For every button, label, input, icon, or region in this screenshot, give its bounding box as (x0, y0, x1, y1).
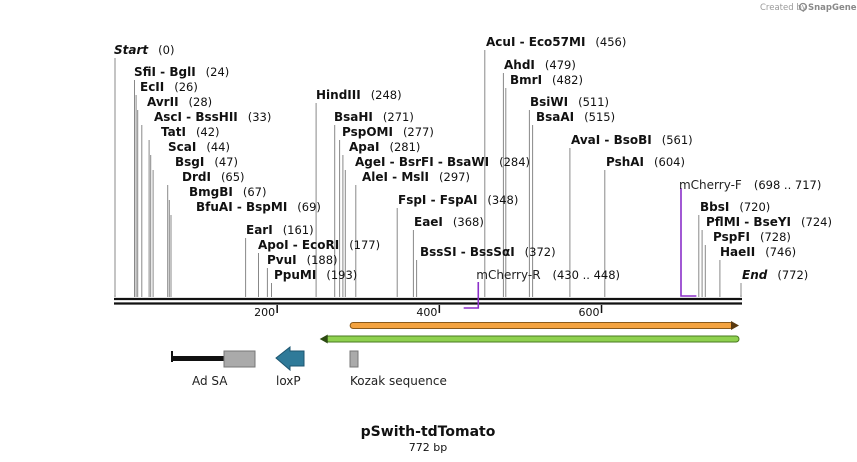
legend-ad-sa-label: Ad SA (192, 374, 228, 388)
site-ecii[interactable]: EcII(26) (140, 80, 198, 94)
site-eaei[interactable]: EaeI(368) (414, 215, 484, 229)
site-avai-bsobi[interactable]: AvaI - BsoBI(561) (571, 133, 693, 147)
site-bmri[interactable]: BmrI(482) (510, 73, 583, 87)
sequence-backbone (114, 297, 742, 305)
site-drdi[interactable]: DrdI(65) (182, 170, 245, 184)
site-leader-lines (114, 50, 742, 297)
ad-sa-glyph (171, 350, 256, 368)
site-asci-bsshii[interactable]: AscI - BssHII(33) (154, 110, 271, 124)
ruler-label-200: 200 (254, 306, 275, 319)
green-feature-arrowhead (319, 334, 328, 344)
site-apai[interactable]: ApaI(281) (349, 140, 420, 154)
loxp-arrow-icon (275, 345, 305, 372)
site-scai[interactable]: ScaI(44) (168, 140, 230, 154)
site-pshai[interactable]: PshAI(604) (606, 155, 685, 169)
primers: mCherry-F(698 .. 717) mCherry-R(430 .. 44… (463, 178, 821, 309)
ruler: 200 400 600 (254, 305, 603, 319)
site-fspi-fspai[interactable]: FspI - FspAI(348) (398, 193, 518, 207)
legend-loxp-label: loxP (276, 374, 301, 388)
sequence-title: pSwith-tdTomato (361, 424, 496, 440)
ruler-label-400: 400 (416, 306, 437, 319)
site-ahdi[interactable]: AhdI(479) (504, 58, 576, 72)
credit-brand: SnapGene (808, 3, 857, 13)
site-bsgi[interactable]: BsgI(47) (175, 155, 238, 169)
site-start[interactable]: Start(0) (114, 43, 174, 57)
site-eari[interactable]: EarI(161) (246, 223, 314, 237)
site-ppumi[interactable]: PpuMI(193) (274, 268, 357, 282)
site-end[interactable]: End(772) (742, 268, 808, 282)
green-feature-arrow[interactable] (325, 335, 740, 343)
site-pspfi[interactable]: PspFI(728) (713, 230, 791, 244)
site-bsiwi[interactable]: BsiWI(511) (530, 95, 609, 109)
site-acui-eco57mi[interactable]: AcuI - Eco57MI(456) (486, 35, 626, 49)
site-pflmi-bseyi[interactable]: PflMI - BseYI(724) (706, 215, 832, 229)
ruler-label-600: 600 (579, 306, 600, 319)
site-labels: Start(0)End(772)SfiI - BglI(24)EcII(26)A… (114, 35, 832, 282)
site-pspomi[interactable]: PspOMI(277) (342, 125, 434, 139)
snapgene-credit: Created by SnapGene (760, 2, 857, 13)
orange-feature-arrowhead (731, 321, 739, 330)
sequence-length: 772 bp (409, 441, 447, 454)
feature-legend: Ad SA loxP Kozak sequence (171, 345, 447, 388)
site-sfii-bgli[interactable]: SfiI - BglI(24) (134, 65, 229, 79)
primer-mcherry-f[interactable] (680, 188, 697, 297)
site-pvui[interactable]: PvuI(188) (267, 253, 338, 267)
orange-feature-arrow[interactable] (349, 322, 734, 329)
site-bfuai-bspmi[interactable]: BfuAI - BspMI(69) (196, 200, 321, 214)
kozak-box-icon (349, 350, 359, 368)
site-agei-bsrfi-bsawi[interactable]: AgeI - BsrFI - BsaWI(284) (355, 155, 530, 169)
primer-label-mcherry-r: mCherry-R(430 .. 448) (476, 268, 620, 282)
site-bsaai[interactable]: BsaAI(515) (536, 110, 615, 124)
site-alei-msli[interactable]: AleI - MslI(297) (362, 170, 470, 184)
site-hindiii[interactable]: HindIII(248) (316, 88, 402, 102)
primer-mcherry-r[interactable] (463, 282, 480, 309)
site-bsahi[interactable]: BsaHI(271) (334, 110, 414, 124)
site-apoi-ecori[interactable]: ApoI - EcoRI(177) (258, 238, 380, 252)
site-bbsi[interactable]: BbsI(720) (700, 200, 770, 214)
site-tati[interactable]: TatI(42) (161, 125, 220, 139)
site-bmgbi[interactable]: BmgBI(67) (189, 185, 266, 199)
site-haeii[interactable]: HaeII(746) (720, 245, 796, 259)
site-bsssi-bsss-i[interactable]: BssSI - BssSαI(372) (420, 245, 556, 259)
credit-prefix: Created by (760, 3, 807, 13)
primer-label-mcherry-f: mCherry-F(698 .. 717) (679, 178, 821, 192)
site-avrii[interactable]: AvrII(28) (147, 95, 212, 109)
snapgene-logo-icon (798, 2, 808, 12)
feature-arrows (319, 321, 740, 344)
legend-kozak-label: Kozak sequence (350, 374, 447, 388)
